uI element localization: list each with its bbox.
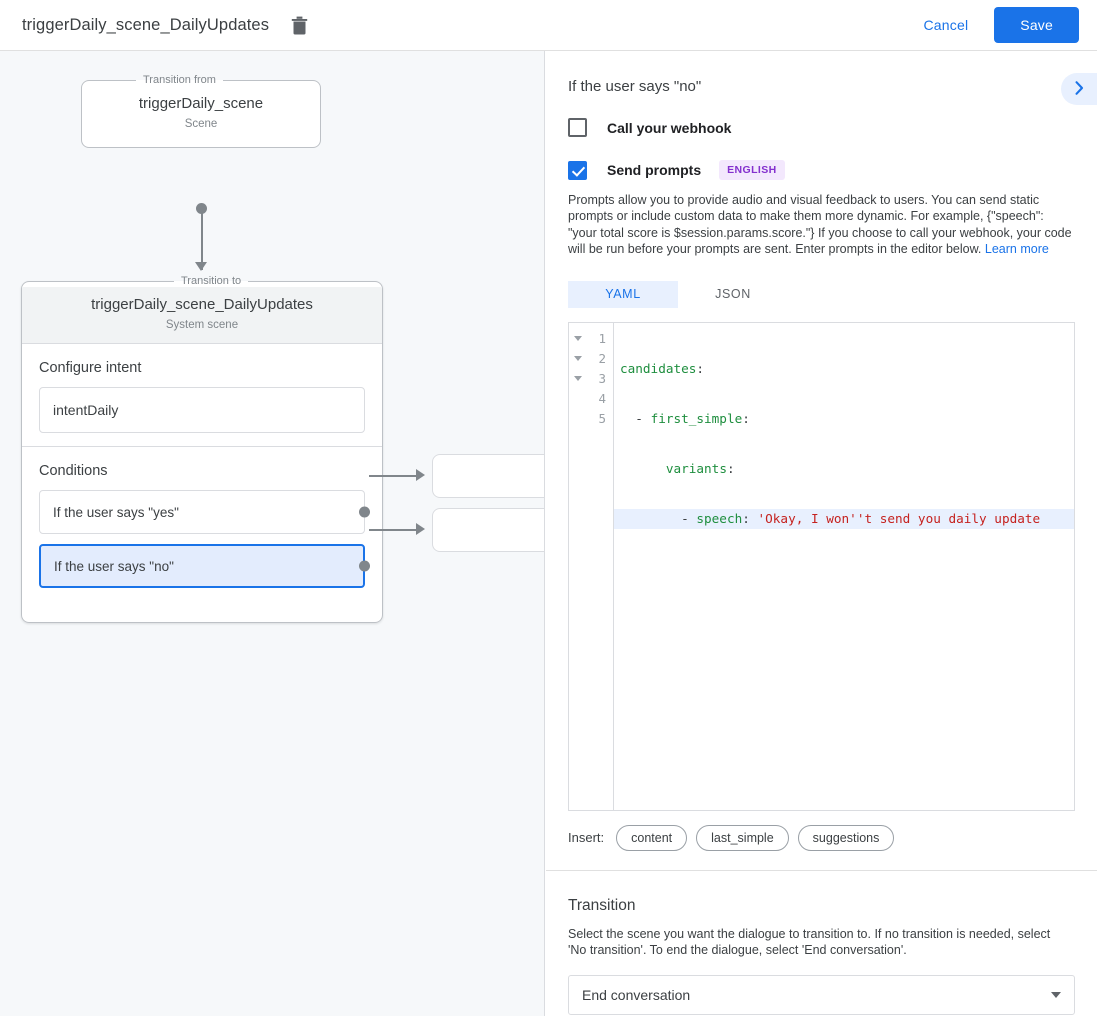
call-webhook-label: Call your webhook (607, 119, 732, 136)
line-number: 3 (598, 371, 606, 387)
insert-chips-row: Insert: content last_simple suggestions (568, 824, 1075, 851)
code-key: speech (696, 510, 743, 526)
save-button[interactable]: Save (994, 7, 1079, 43)
send-prompts-checkbox[interactable] (568, 160, 587, 180)
code-indent: - (620, 510, 697, 526)
target-node-yes[interactable] (432, 454, 544, 498)
transition-to-subtitle: System scene (165, 319, 239, 331)
code-indent: - (620, 410, 651, 426)
gutter-row[interactable]: 3 (569, 369, 613, 389)
cancel-button[interactable]: Cancel (910, 8, 983, 42)
insert-chip-last-simple[interactable]: last_simple (696, 824, 789, 851)
transition-from-body: triggerDaily_scene Scene (82, 86, 320, 130)
delete-button[interactable] (285, 11, 313, 39)
transition-to-title: triggerDaily_scene_DailyUpdates (91, 296, 313, 313)
details-panel: If the user says "no" Call your webhook … (546, 51, 1097, 1016)
conditions-label: Conditions (39, 463, 108, 479)
flow-canvas[interactable]: Transition from triggerDaily_scene Scene… (0, 51, 545, 1016)
webhook-checkbox-row[interactable]: Call your webhook (568, 118, 1075, 137)
transition-to-legend: Transition to (181, 275, 242, 287)
transition-from-title: triggerDaily_scene (138, 95, 264, 112)
editor-gutter: 1 2 3 4 5 (569, 322, 614, 810)
fold-triangle-icon[interactable] (574, 336, 582, 342)
transition-select[interactable]: End conversation (568, 975, 1075, 1016)
code-line: variants: (614, 459, 1074, 479)
condition-port-dot (358, 560, 370, 572)
gutter-row[interactable]: 1 (569, 329, 613, 349)
call-webhook-checkbox[interactable] (568, 118, 587, 137)
code-editor[interactable]: 1 2 3 4 5 candidates: - f (568, 321, 1075, 811)
code-key: candidates (620, 360, 697, 376)
code-colon: : (742, 410, 750, 426)
language-badge: ENGLISH (719, 160, 785, 180)
gutter-row[interactable]: 4 (569, 389, 613, 409)
section-divider (546, 869, 1097, 871)
code-colon: : (696, 360, 705, 376)
code-key: variants (665, 460, 727, 476)
code-colon: : (726, 460, 735, 476)
fold-triangle-icon[interactable] (574, 376, 582, 382)
insert-chip-suggestions[interactable]: suggestions (797, 824, 895, 851)
condition-label: If the user says "no" (54, 558, 174, 574)
panel-content: If the user says "no" Call your webhook … (546, 51, 1097, 1016)
code-line (614, 559, 1074, 579)
condition-port-dot (358, 506, 370, 518)
tab-yaml[interactable]: YAML (568, 280, 678, 308)
format-tabs: YAML JSON (568, 280, 1075, 308)
target-node-no[interactable] (432, 508, 544, 552)
horizontal-connector-yes (369, 475, 416, 477)
line-number: 2 (598, 351, 606, 367)
gutter-row[interactable]: 2 (569, 349, 613, 369)
line-number: 5 (598, 411, 606, 427)
insert-chip-content[interactable]: content (616, 824, 688, 851)
condition-row-yes[interactable]: If the user says "yes" (39, 490, 370, 534)
trash-icon (291, 16, 308, 35)
horizontal-connector-no (369, 529, 416, 531)
top-app-bar: triggerDaily_scene_DailyUpdates Cancel S… (0, 0, 1097, 51)
transition-from-node[interactable]: Transition from triggerDaily_scene Scene (81, 74, 321, 148)
editor-code-area[interactable]: candidates: - first_simple: variants: - … (614, 323, 1074, 810)
transition-to-header: triggerDaily_scene_DailyUpdates System s… (22, 287, 382, 344)
line-number: 1 (598, 331, 606, 347)
intent-field[interactable]: intentDaily (39, 387, 365, 433)
vertical-connector-line (201, 208, 203, 270)
prompts-help-text: Prompts allow you to provide audio and v… (568, 192, 1075, 258)
chevron-right-icon (1073, 80, 1086, 99)
learn-more-link[interactable]: Learn more (984, 242, 1049, 257)
condition-label: If the user says "yes" (53, 504, 179, 520)
condition-row-no[interactable]: If the user says "no" (39, 544, 370, 588)
panel-header: If the user says "no" (568, 51, 1075, 95)
insert-label: Insert: (568, 830, 605, 846)
horizontal-arrowhead-no (416, 523, 425, 535)
chevron-down-icon (1051, 992, 1061, 999)
conditions-section: Conditions If the user says "yes" If the… (22, 446, 382, 588)
line-number: 4 (598, 391, 606, 407)
code-line: candidates: (614, 359, 1074, 379)
transition-to-node[interactable]: Transition to triggerDaily_scene_DailyUp… (21, 275, 383, 623)
page-title: triggerDaily_scene_DailyUpdates (22, 15, 270, 34)
configure-intent-section: Configure intent intentDaily (22, 344, 382, 433)
code-indent (620, 461, 666, 476)
horizontal-arrowhead-yes (416, 469, 425, 481)
transition-description: Select the scene you want the dialogue t… (568, 926, 1051, 958)
tab-json[interactable]: JSON (678, 281, 788, 308)
prompts-help-body: Prompts allow you to provide audio and v… (568, 193, 1072, 257)
code-line: - first_simple: (614, 409, 1074, 429)
configure-intent-label: Configure intent (39, 360, 142, 376)
code-colon: : (742, 510, 758, 526)
send-prompts-checkbox-row[interactable]: Send prompts ENGLISH (568, 160, 1075, 180)
transition-from-legend: Transition from (143, 74, 216, 86)
code-line-highlighted: - speech: 'Okay, I won''t send you daily… (614, 508, 1074, 529)
connector-arrowhead (195, 262, 207, 271)
gutter-row[interactable]: 5 (569, 409, 613, 429)
fold-triangle-icon[interactable] (574, 356, 582, 362)
send-prompts-label: Send prompts (607, 162, 702, 178)
transition-select-value: End conversation (582, 987, 691, 1004)
transition-section-title: Transition (568, 896, 636, 914)
code-key: first_simple (650, 410, 743, 426)
transition-from-subtitle: Scene (184, 118, 218, 130)
expand-panel-button[interactable] (1061, 73, 1097, 105)
panel-title: If the user says "no" (568, 78, 702, 95)
code-value: 'Okay, I won''t send you daily update (757, 510, 1041, 526)
